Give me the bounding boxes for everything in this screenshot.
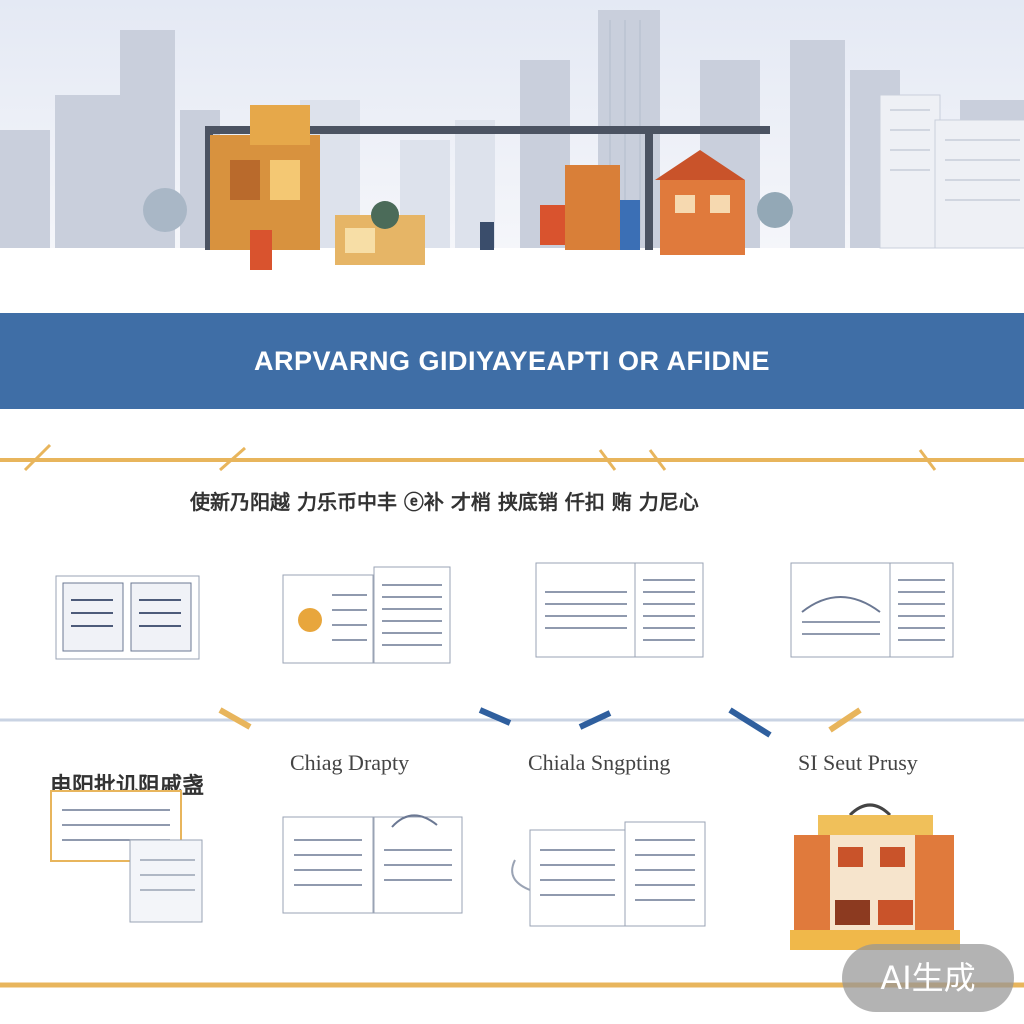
document-icon xyxy=(282,814,463,914)
column-label-2: Chiag Drapty xyxy=(290,750,410,775)
building-icon xyxy=(790,803,960,950)
document-icon xyxy=(55,575,200,660)
document-icon xyxy=(790,562,954,658)
document-icon xyxy=(535,562,704,658)
subtitle-text: 使新乃阳越 力乐币中丰 ⓔ补 才梢 挟底销 仟扣 贿 力尼心 xyxy=(190,490,699,514)
column-label-4: SI Seut Prusy xyxy=(798,750,918,775)
column-label-3: Chiala Sngpting xyxy=(528,750,671,775)
document-icon xyxy=(511,821,706,927)
ai-generated-badge: AI生成 xyxy=(842,944,1014,1012)
middle-timeline-divider xyxy=(0,707,1024,738)
top-timeline-divider xyxy=(0,443,1024,472)
document-icon xyxy=(282,566,451,664)
banner-title: ARPVARNG GIDIYAYEAPTI OR AFIDNE xyxy=(253,346,771,376)
title-banner: ARPVARNG GIDIYAYEAPTI OR AFIDNE xyxy=(0,313,1024,409)
city-skyline-illustration xyxy=(0,0,1024,300)
document-icon xyxy=(50,790,203,923)
